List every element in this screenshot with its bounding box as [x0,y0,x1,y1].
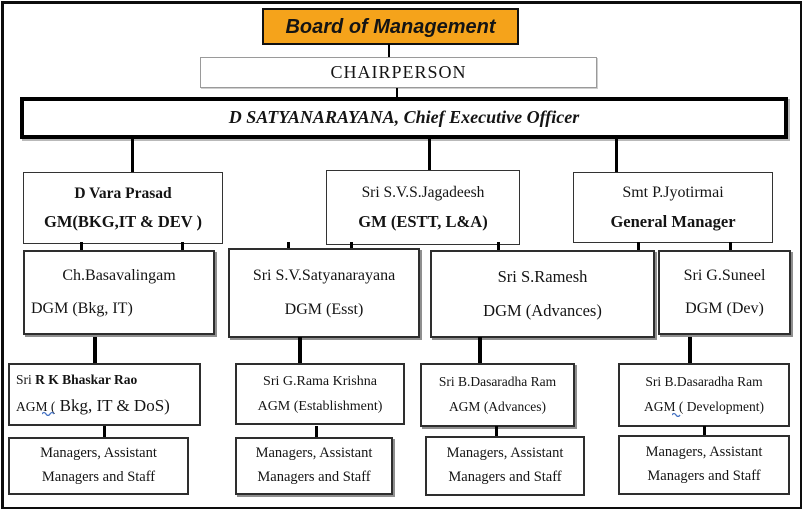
dgm-box-bkg-it: Ch.Basavalingam DGM (Bkg, IT) [23,250,215,335]
connector-line [729,242,732,251]
connector-line [350,242,353,251]
staff-line1: Managers, Assistant [645,444,763,461]
connector-line [315,426,318,437]
spellcheck-squiggle [42,411,55,416]
staff-line2: Managers and Staff [448,469,562,485]
dgm-title: DGM (Advances) [483,300,602,320]
dgm-name: Sri G.Suneel [683,267,766,285]
connector-line [396,88,398,98]
connector-line [131,138,134,173]
dgm-name: Ch.Basavalingam [62,267,176,285]
spellcheck-squiggle [672,412,681,417]
gm-name: Sri S.V.S.Jagadeesh [361,183,485,201]
connector-line [495,426,498,437]
gm-name: D Vara Prasad [74,184,172,202]
agm-box-establishment: Sri G.Rama Krishna AGM (Establishment) [235,363,405,425]
connector-line [428,138,431,171]
agm-name: Sri B.Dasaradha Ram [438,374,557,390]
staff-box: Managers, Assistant Managers and Staff [8,437,189,495]
staff-line1: Managers, Assistant [40,445,157,462]
connector-line [93,337,97,364]
connector-line [478,337,482,364]
agm-title: AGM ( Bkg, IT & DoS) [16,395,170,415]
chairperson-box: CHAIRPERSON [200,57,597,88]
dgm-box-dev: Sri G.Suneel DGM (Dev) [658,250,791,335]
dgm-title: DGM (Esst) [284,301,364,319]
connector-line [615,138,618,173]
agm-box-development: Sri B.Dasaradha Ram AGM ( Development) [618,363,790,427]
agm-name: Sri G.Rama Krishna [263,374,377,390]
dgm-name: Sri S.Ramesh [497,266,588,286]
dgm-name: Sri S.V.Satyanarayana [252,266,396,284]
agm-name: Sri B.Dasaradha Ram [645,374,763,390]
agm-title: AGM (Advances) [448,399,547,415]
staff-line1: Managers, Assistant [255,445,373,462]
staff-line1: Managers, Assistant [446,445,564,462]
dgm-title: DGM (Dev) [685,300,764,318]
connector-line [688,337,692,364]
gm-box-estt-la: Sri S.V.S.Jagadeesh GM (ESTT, L&A) [326,170,520,245]
connector-line [287,242,290,251]
gm-title: GM (ESTT, L&A) [358,212,488,232]
connector-line [80,242,83,251]
connector-line [703,426,706,437]
gm-title: General Manager [610,211,736,231]
connector-line [103,426,106,437]
ceo-box: D SATYANARAYANA, Chief Executive Officer [20,97,788,139]
agm-box-bkg-it-dos: Sri R K Bhaskar Rao AGM ( Bkg, IT & DoS) [8,363,201,426]
agm-title: AGM ( Development) [644,399,764,415]
gm-name: Smt P.Jyotirmai [622,184,724,202]
connector-line [181,242,184,251]
connector-line [497,242,500,251]
gm-box-general-manager: Smt P.Jyotirmai General Manager [573,172,773,243]
staff-line2: Managers and Staff [41,468,156,485]
staff-line2: Managers and Staff [647,468,761,484]
agm-title: AGM (Establishment) [257,398,383,414]
connector-line [388,44,390,58]
gm-title: GM(BKG,IT & DEV ) [44,212,202,232]
connector-line [298,337,302,364]
board-title: Board of Management [285,15,496,38]
agm-name: Sri R K Bhaskar Rao [16,372,138,388]
gm-box-bkg-it-dev: D Vara Prasad GM(BKG,IT & DEV ) [23,172,223,244]
staff-box: Managers, Assistant Managers and Staff [235,437,393,495]
agm-box-advances: Sri B.Dasaradha Ram AGM (Advances) [420,363,575,427]
staff-box: Managers, Assistant Managers and Staff [618,435,790,495]
dgm-box-esst: Sri S.V.Satyanarayana DGM (Esst) [228,248,420,338]
connector-line [637,242,640,251]
ceo-label: D SATYANARAYANA, Chief Executive Officer [228,107,580,128]
staff-box: Managers, Assistant Managers and Staff [425,436,585,496]
board-of-management-box: Board of Management [262,8,519,45]
staff-line2: Managers and Staff [257,468,371,485]
chairperson-label: CHAIRPERSON [330,61,467,82]
dgm-title: DGM (Bkg, IT) [31,300,133,318]
dgm-box-advances: Sri S.Ramesh DGM (Advances) [430,250,655,338]
